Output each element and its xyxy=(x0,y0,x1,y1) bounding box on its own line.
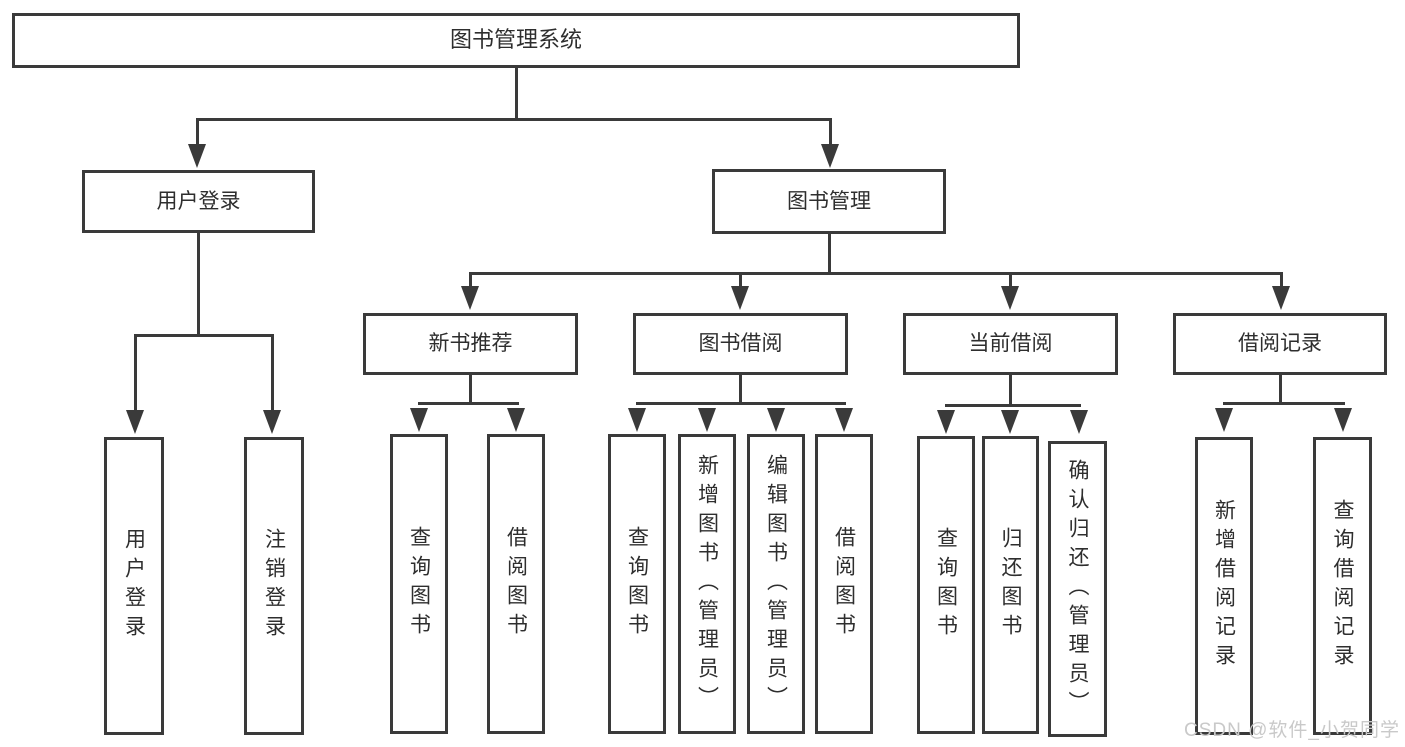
arrowhead-down-icon xyxy=(188,144,206,168)
arrowhead-down-icon xyxy=(1070,410,1088,434)
connector-line xyxy=(1279,374,1282,405)
arrowhead-down-icon xyxy=(731,286,749,310)
node-borrow-record-label: 借阅记录 xyxy=(1238,332,1322,356)
connector-line xyxy=(515,68,518,120)
leaf-logout: 注销登录 xyxy=(244,437,304,735)
leaf-borrow-query-label: 查询图书 xyxy=(625,526,649,642)
leaf-newbook-query: 查询图书 xyxy=(390,434,448,734)
node-book-borrow-label: 图书借阅 xyxy=(698,332,783,356)
arrowhead-down-icon xyxy=(1001,286,1019,310)
connector-line xyxy=(829,118,832,148)
arrowhead-down-icon xyxy=(1272,286,1290,310)
arrowhead-down-icon xyxy=(263,410,281,434)
connector-line xyxy=(418,402,519,405)
connector-line xyxy=(196,118,199,148)
leaf-record-query: 查询借阅记录 xyxy=(1313,437,1372,735)
arrowhead-down-icon xyxy=(628,408,646,432)
connector-line xyxy=(197,233,200,337)
connector-line xyxy=(196,118,832,121)
leaf-borrow-add-book-label: 新增图书（管理员） xyxy=(695,453,719,715)
leaf-current-query-label: 查询图书 xyxy=(934,527,958,643)
arrowhead-down-icon xyxy=(1334,408,1352,432)
node-root-label: 图书管理系统 xyxy=(449,27,582,53)
leaf-record-add: 新增借阅记录 xyxy=(1195,437,1253,735)
arrowhead-down-icon xyxy=(507,408,525,432)
connector-line xyxy=(945,404,1081,407)
node-current-borrow-label: 当前借阅 xyxy=(968,332,1053,356)
node-user-login: 用户登录 xyxy=(82,170,315,233)
connector-line xyxy=(134,334,137,412)
node-user-login-label: 用户登录 xyxy=(156,189,241,213)
node-book-borrow: 图书借阅 xyxy=(633,313,848,375)
node-new-book-recommend: 新书推荐 xyxy=(363,313,578,375)
connector-line xyxy=(739,374,742,405)
leaf-user-login-label: 用户登录 xyxy=(122,528,146,644)
leaf-borrow-edit-book: 编辑图书（管理员） xyxy=(747,434,805,734)
leaf-record-add-label: 新增借阅记录 xyxy=(1212,499,1236,673)
arrowhead-down-icon xyxy=(767,408,785,432)
connector-line xyxy=(469,374,472,405)
node-root: 图书管理系统 xyxy=(12,13,1020,68)
connector-line xyxy=(134,334,274,337)
node-current-borrow: 当前借阅 xyxy=(903,313,1118,375)
arrowhead-down-icon xyxy=(835,408,853,432)
arrowhead-down-icon xyxy=(821,144,839,168)
leaf-return-book: 归还图书 xyxy=(982,436,1039,734)
leaf-borrow-edit-book-label: 编辑图书（管理员） xyxy=(764,453,788,715)
leaf-borrow-add-book: 新增图书（管理员） xyxy=(678,434,736,734)
node-new-book-recommend-label: 新书推荐 xyxy=(428,332,513,356)
node-borrow-record: 借阅记录 xyxy=(1173,313,1387,375)
connector-line xyxy=(469,272,1282,275)
connector-line xyxy=(271,334,274,412)
leaf-logout-label: 注销登录 xyxy=(262,528,286,644)
leaf-borrow-query: 查询图书 xyxy=(608,434,666,734)
arrowhead-down-icon xyxy=(1215,408,1233,432)
leaf-newbook-borrow: 借阅图书 xyxy=(487,434,545,734)
arrowhead-down-icon xyxy=(410,408,428,432)
connector-line xyxy=(469,272,472,290)
node-book-management-label: 图书管理 xyxy=(787,189,871,213)
connector-line xyxy=(1009,374,1012,407)
leaf-borrow-book: 借阅图书 xyxy=(815,434,873,734)
leaf-current-query: 查询图书 xyxy=(917,436,975,734)
csdn-watermark: CSDN @软件_小贺同学 xyxy=(1184,720,1400,741)
arrowhead-down-icon xyxy=(937,410,955,434)
leaf-return-book-label: 归还图书 xyxy=(999,527,1022,643)
leaf-confirm-return-label: 确认归还（管理员） xyxy=(1066,458,1089,720)
connector-line xyxy=(636,402,846,405)
arrowhead-down-icon xyxy=(698,408,716,432)
connector-line xyxy=(1009,272,1012,290)
arrowhead-down-icon xyxy=(461,286,479,310)
leaf-record-query-label: 查询借阅记录 xyxy=(1331,499,1354,673)
arrowhead-down-icon xyxy=(1001,410,1019,434)
connector-line xyxy=(1280,272,1283,290)
leaf-newbook-query-label: 查询图书 xyxy=(407,526,431,642)
connector-line xyxy=(828,234,831,275)
leaf-newbook-borrow-label: 借阅图书 xyxy=(504,526,528,642)
arrowhead-down-icon xyxy=(126,410,144,434)
leaf-borrow-book-label: 借阅图书 xyxy=(832,526,856,642)
leaf-user-login: 用户登录 xyxy=(104,437,164,735)
leaf-confirm-return: 确认归还（管理员） xyxy=(1048,441,1107,737)
connector-line xyxy=(739,272,742,290)
node-book-management: 图书管理 xyxy=(712,169,946,234)
connector-line xyxy=(1223,402,1345,405)
